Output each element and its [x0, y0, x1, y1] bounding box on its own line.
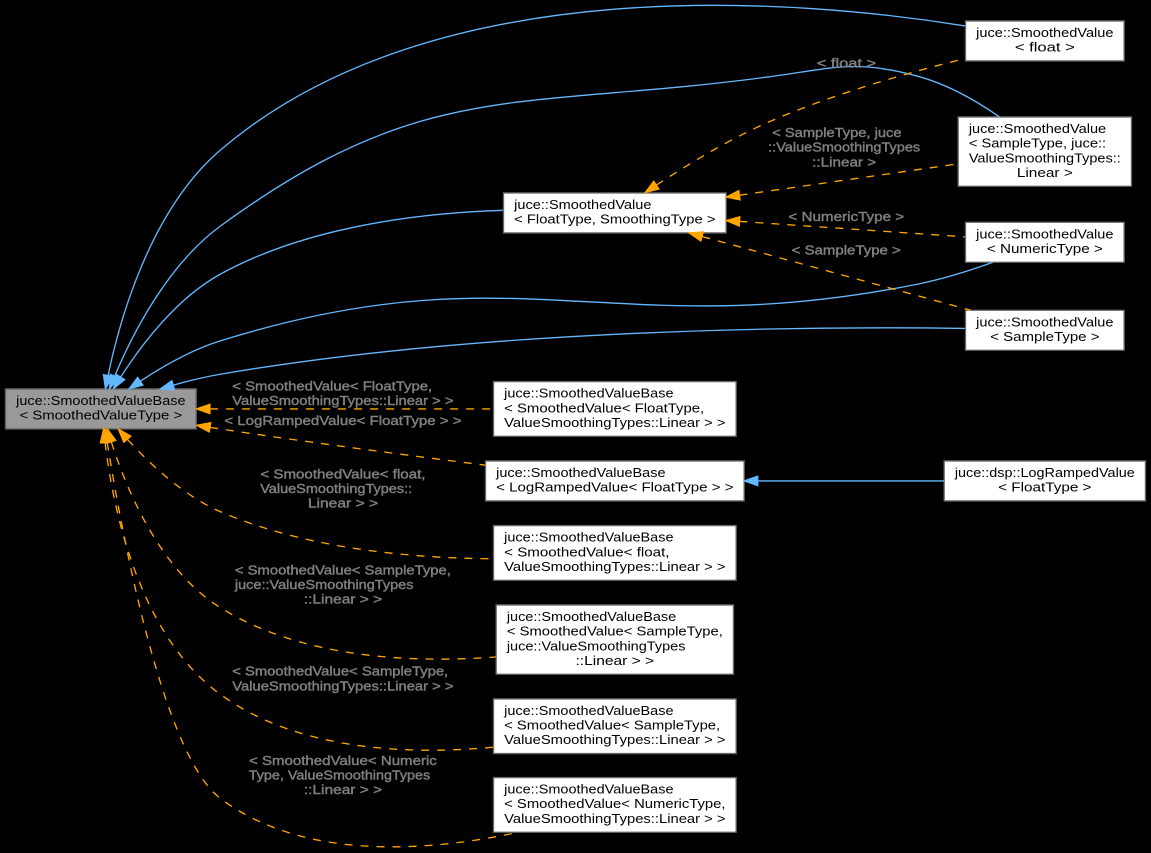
svg-text:ValueSmoothingTypes::Linear >: ValueSmoothingTypes::Linear > >: [504, 811, 726, 826]
svg-text:::ValueSmoothingTypes: ::ValueSmoothingTypes: [768, 140, 920, 155]
svg-text:Linear >: Linear >: [1017, 165, 1073, 180]
svg-text:< float >: < float >: [812, 56, 876, 71]
svg-text:< SmoothedValue< NumericType,: < SmoothedValue< NumericType,: [504, 796, 725, 811]
svg-text:< SmoothedValue< SampleType,: < SmoothedValue< SampleType,: [231, 562, 451, 577]
svg-text:ValueSmoothingTypes::Linear >: ValueSmoothingTypes::Linear > >: [504, 559, 726, 574]
svg-text:juce::SmoothedValueBase: juce::SmoothedValueBase: [503, 386, 673, 401]
svg-text:juce::ValueSmoothingTypes: juce::ValueSmoothingTypes: [506, 638, 686, 653]
svg-text:::Linear > >: ::Linear > >: [300, 782, 383, 797]
svg-text:juce::ValueSmoothingTypes: juce::ValueSmoothingTypes: [231, 577, 414, 592]
svg-text:juce::SmoothedValue: juce::SmoothedValue: [975, 25, 1113, 40]
svg-text:< SmoothedValue< SampleType,: < SmoothedValue< SampleType,: [507, 624, 723, 639]
svg-text:juce::SmoothedValue: juce::SmoothedValue: [968, 121, 1106, 136]
svg-text:< SampleType, juce::: < SampleType, juce::: [969, 136, 1106, 151]
svg-text:< SampleType >: < SampleType >: [787, 242, 901, 257]
svg-text:< SmoothedValue< SampleType,: < SmoothedValue< SampleType,: [504, 718, 720, 733]
svg-text:ValueSmoothingTypes::Linear >: ValueSmoothingTypes::Linear > >: [228, 393, 454, 408]
svg-text:< SmoothedValue< float,: < SmoothedValue< float,: [256, 466, 425, 481]
svg-text:juce::SmoothedValueBase: juce::SmoothedValueBase: [503, 530, 673, 545]
svg-text:< SmoothedValueType >: < SmoothedValueType >: [20, 408, 183, 423]
svg-text:::Linear > >: ::Linear > >: [576, 653, 655, 668]
svg-text:::Linear > >: ::Linear > >: [300, 592, 383, 607]
svg-text:juce::SmoothedValueBase: juce::SmoothedValueBase: [503, 703, 673, 718]
svg-text:< NumericType >: < NumericType >: [784, 209, 904, 224]
svg-text:juce::SmoothedValueBase: juce::SmoothedValueBase: [503, 782, 673, 797]
svg-text:< SmoothedValue< float,: < SmoothedValue< float,: [504, 544, 669, 559]
svg-text:juce::SmoothedValueBase: juce::SmoothedValueBase: [506, 609, 676, 624]
svg-text:< SmoothedValue< SampleType,: < SmoothedValue< SampleType,: [228, 664, 448, 679]
svg-text:< SampleType, juce: < SampleType, juce: [768, 125, 901, 140]
svg-text:juce::dsp::LogRampedValue: juce::dsp::LogRampedValue: [954, 465, 1135, 480]
svg-text:juce::SmoothedValue: juce::SmoothedValue: [513, 197, 651, 212]
svg-text:< float >: < float >: [1015, 40, 1075, 55]
svg-text:ValueSmoothingTypes::: ValueSmoothingTypes::: [256, 481, 412, 496]
svg-text:Type, ValueSmoothingTypes: Type, ValueSmoothingTypes: [245, 768, 431, 783]
svg-text:juce::SmoothedValueBase: juce::SmoothedValueBase: [495, 465, 665, 480]
svg-text:< LogRampedValue< FloatType >: < LogRampedValue< FloatType > >: [496, 480, 734, 495]
svg-text:ValueSmoothingTypes::Linear >: ValueSmoothingTypes::Linear > >: [504, 732, 726, 747]
svg-text:< LogRampedValue< FloatType >: < LogRampedValue< FloatType > >: [220, 413, 462, 428]
svg-text:< FloatType, SmoothingType >: < FloatType, SmoothingType >: [514, 212, 716, 227]
svg-text:ValueSmoothingTypes::Linear >: ValueSmoothingTypes::Linear > >: [504, 415, 726, 430]
svg-text:Linear > >: Linear > >: [304, 496, 379, 511]
svg-text:ValueSmoothingTypes::Linear >: ValueSmoothingTypes::Linear > >: [228, 678, 454, 693]
svg-text:< SmoothedValue< Numeric: < SmoothedValue< Numeric: [245, 753, 437, 768]
svg-text:::Linear >: ::Linear >: [812, 154, 876, 169]
svg-text:< SampleType >: < SampleType >: [990, 329, 1100, 344]
svg-text:< SmoothedValue< FloatType,: < SmoothedValue< FloatType,: [504, 400, 704, 415]
svg-text:< FloatType >: < FloatType >: [998, 480, 1092, 495]
svg-text:juce::SmoothedValue: juce::SmoothedValue: [975, 226, 1113, 241]
svg-text:juce::SmoothedValue: juce::SmoothedValue: [975, 314, 1113, 329]
svg-text:juce::SmoothedValueBase: juce::SmoothedValueBase: [15, 393, 185, 408]
svg-text:< SmoothedValue< FloatType,: < SmoothedValue< FloatType,: [228, 378, 432, 393]
svg-text:< NumericType >: < NumericType >: [987, 241, 1103, 256]
svg-text:ValueSmoothingTypes::: ValueSmoothingTypes::: [969, 150, 1121, 165]
